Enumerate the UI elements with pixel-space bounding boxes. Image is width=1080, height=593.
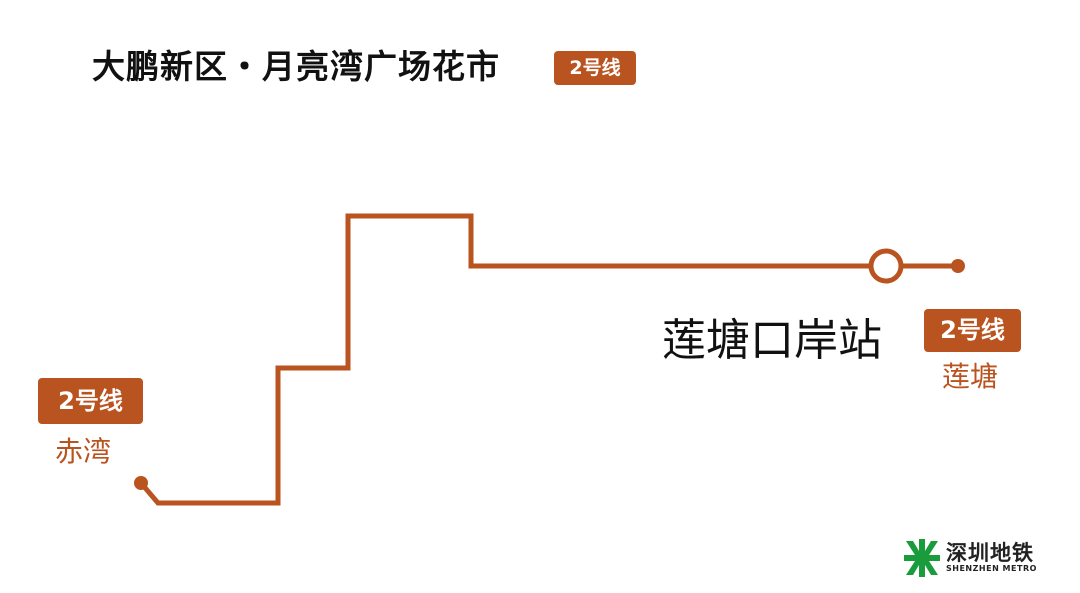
metro-logo-icon <box>904 539 940 577</box>
station-label: 莲塘口岸站 <box>662 315 882 366</box>
title-line-badge: 2号线 <box>554 51 636 85</box>
end-line-badge: 2号线 <box>924 309 1021 352</box>
start-terminus-dot <box>134 476 148 490</box>
station-marker <box>868 248 904 284</box>
metro-logo-subtitle: SHENZHEN METRO <box>946 564 1037 573</box>
route-line <box>139 213 958 506</box>
end-terminus-dot <box>951 259 965 273</box>
end-terminus-label: 莲塘 <box>942 360 999 393</box>
start-terminus-label: 赤湾 <box>55 435 112 468</box>
metro-logo-name: 深圳地铁 <box>946 541 1034 565</box>
page-title: 大鹏新区・月亮湾广场花市 <box>92 47 500 86</box>
metro-logo: 深圳地铁 SHENZHEN METRO <box>904 537 1054 579</box>
start-line-badge: 2号线 <box>38 378 143 424</box>
